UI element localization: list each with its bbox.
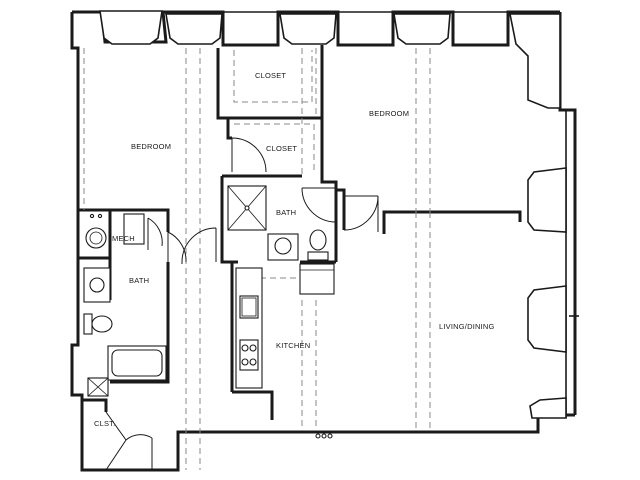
kitchen-sink-basin [241, 297, 257, 317]
closet-mid-door[interactable] [231, 137, 267, 173]
upper-bath-fixtures [227, 185, 329, 261]
interior-walls [78, 45, 522, 420]
north-windows [99, 10, 561, 109]
label-bath-lower: BATH [129, 276, 149, 285]
south-wall-marks [89, 213, 333, 439]
window-bay-3 [279, 13, 337, 45]
east-window-bay-1 [527, 167, 567, 233]
toilet-bowl [309, 229, 327, 251]
top-closet-walls [216, 45, 324, 120]
lower-bath-hall-door[interactable] [181, 227, 217, 264]
mid-closet-left-wall [226, 118, 232, 140]
label-bath-upper: BATH [276, 208, 296, 217]
label-clst: CLST. [94, 419, 115, 428]
east-windows [527, 167, 567, 419]
bathtub-basin [111, 349, 163, 377]
burner-4 [249, 358, 257, 366]
mech-mark-1 [89, 213, 95, 219]
clst-bifold-door[interactable] [105, 411, 153, 471]
upper-bath-door[interactable] [301, 187, 337, 223]
label-closet-top: CLOSET [255, 71, 286, 80]
closet-mid-shelf-dash [234, 123, 315, 172]
window-bay-corner [509, 13, 561, 109]
cooktop [239, 339, 259, 371]
mech-mark-2 [97, 213, 103, 219]
burner-2 [249, 344, 257, 352]
closet-top-shelf-dash [233, 50, 313, 103]
lower-bath-fixtures [83, 213, 167, 397]
water-heater-inner [89, 231, 103, 245]
label-living-dining: LIVING/DINING [439, 322, 495, 331]
label-bedroom-right: BEDROOM [369, 109, 409, 118]
doors [105, 137, 379, 471]
label-kitchen: KITCHEN [276, 341, 310, 350]
label-bedroom-left: BEDROOM [131, 142, 171, 151]
lower-bath-east-wall [110, 262, 170, 384]
water-heater [85, 227, 107, 249]
lower-toilet-tank [83, 313, 93, 335]
kitchen-fixtures [235, 263, 335, 389]
window-bay-4 [393, 13, 451, 45]
outlet-1 [315, 433, 321, 439]
kitchen-sink [239, 295, 259, 319]
window-bay-2 [165, 13, 223, 45]
shower-drain [244, 205, 250, 211]
bedroom-door-jamb [336, 188, 346, 230]
label-closet-mid: CLOSET [266, 144, 297, 153]
washer-diagonal-2 [87, 377, 109, 397]
lower-sink [89, 277, 105, 293]
north-wall [72, 10, 560, 47]
clst-north-wall [82, 398, 108, 412]
sink-basin [274, 237, 292, 255]
west-and-south-wall [70, 12, 575, 472]
burner-1 [241, 344, 249, 352]
mech-door[interactable] [147, 217, 163, 250]
mech-hall-door[interactable] [167, 231, 187, 264]
mech-unit [123, 213, 145, 245]
kitchen-south-wall [232, 390, 274, 420]
toilet-tank [307, 251, 329, 261]
lower-toilet-bowl [91, 315, 113, 333]
outlet-3 [327, 433, 333, 439]
bedroom-right-door[interactable] [343, 195, 379, 232]
outlet-2 [321, 433, 327, 439]
room-labels: CLOSET BEDROOM BEDROOM CLOSET BATH MECH … [94, 71, 495, 428]
mech-north-wall [78, 208, 170, 232]
east-window-bay-2 [527, 285, 567, 353]
burner-3 [241, 358, 249, 366]
label-mech: MECH [112, 234, 135, 243]
refrigerator [299, 263, 335, 295]
living-bedroom-partition [382, 210, 522, 234]
window-bay-1 [99, 10, 163, 45]
east-window-bay-3 [529, 397, 567, 419]
